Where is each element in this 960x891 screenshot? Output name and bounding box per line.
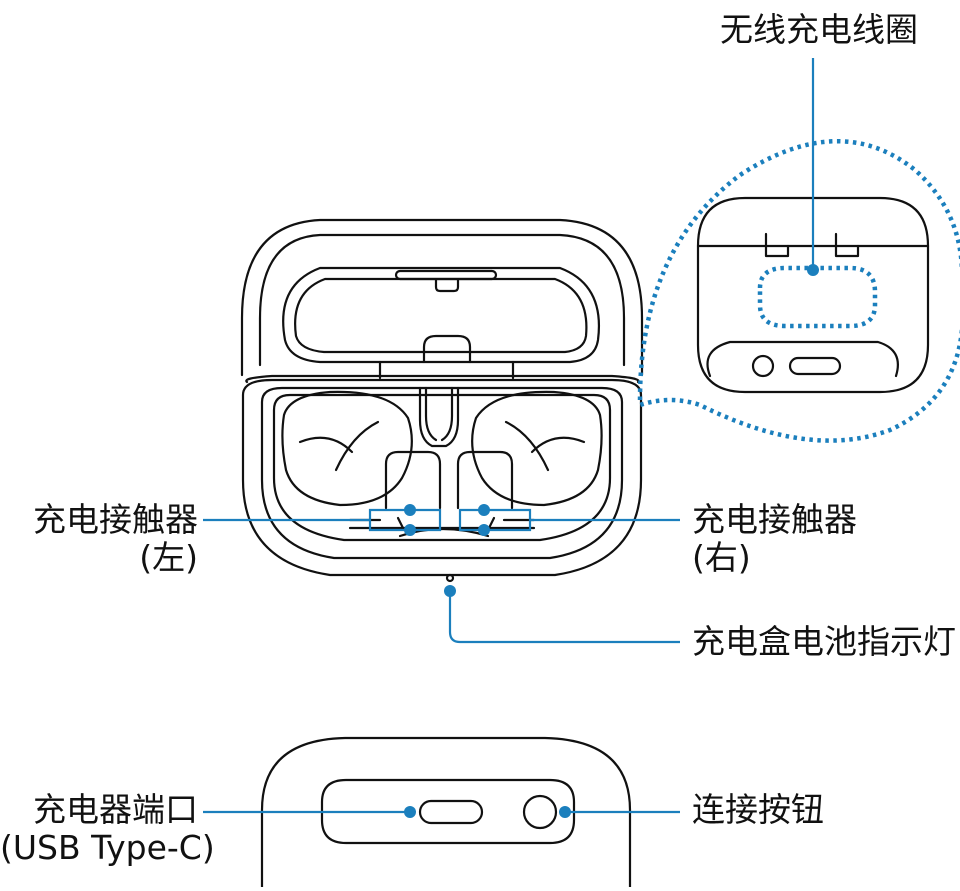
case-lid <box>240 218 644 380</box>
label-battery-indicator: 充电盒电池指示灯 <box>692 622 956 661</box>
label-contacts-right-side: (右) <box>692 538 751 577</box>
label-contacts-right: 充电接触器 <box>692 500 857 539</box>
label-charger-port: 充电器端口 <box>33 790 198 829</box>
callout-dots <box>404 264 819 818</box>
label-contacts-left: 充电接触器 <box>33 500 198 539</box>
case-bottom-view <box>260 736 632 887</box>
callout-lines <box>203 58 960 814</box>
label-connect-button: 连接按钮 <box>692 790 824 829</box>
inset-case-bottom <box>696 196 930 394</box>
label-wireless-coil: 无线充电线圈 <box>720 10 918 49</box>
case-body <box>241 374 643 583</box>
label-contacts-left-side: (左) <box>139 538 198 577</box>
label-charger-port-type: (USB Type-C) <box>0 828 215 867</box>
